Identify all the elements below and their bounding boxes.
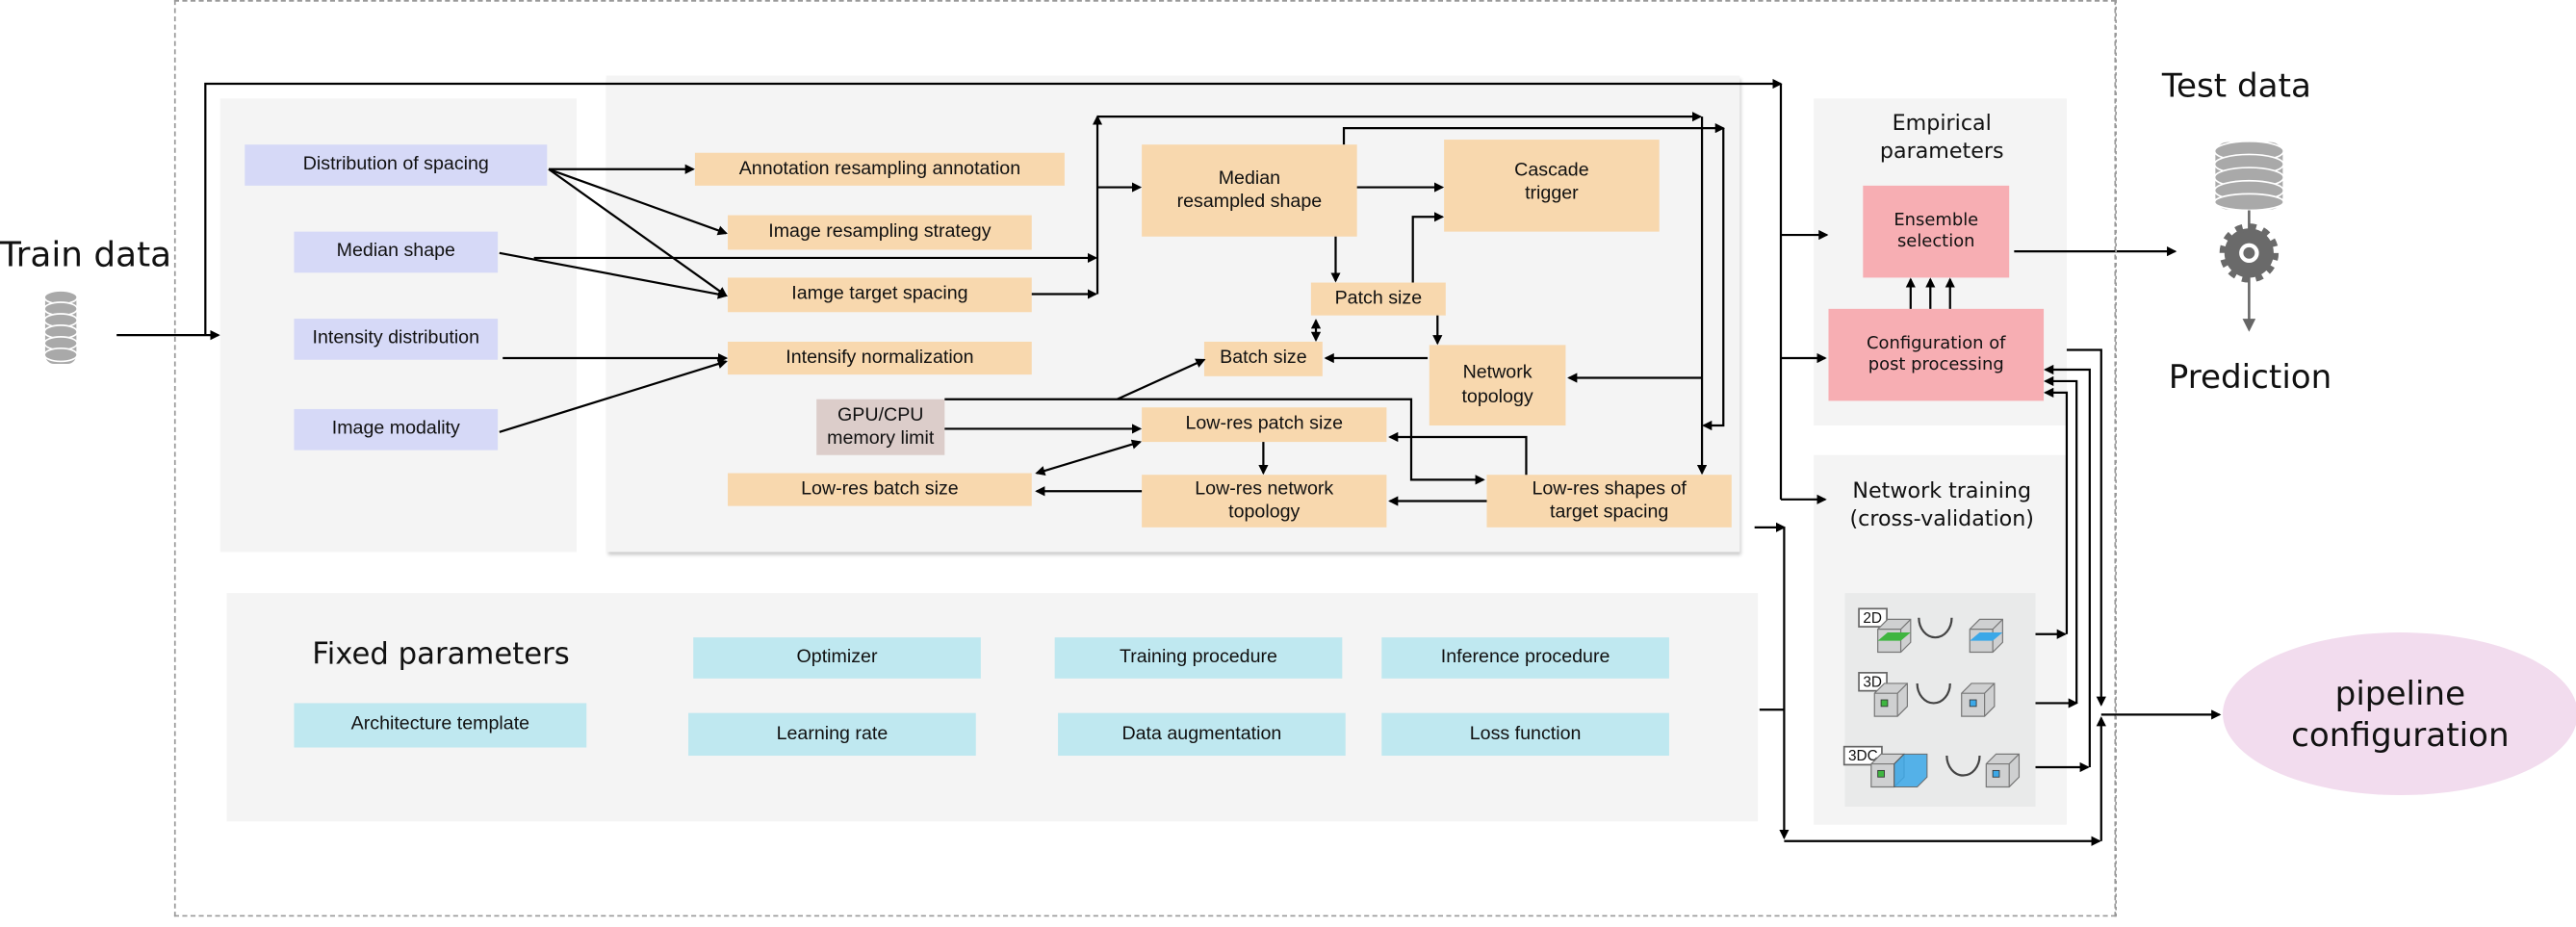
network-topology: Network topology (1429, 345, 1566, 426)
connector-arrows (116, 78, 2222, 846)
ensemble-selection: Ensemble selection (1863, 185, 2010, 278)
model-label-3d: 3D (1858, 672, 1888, 692)
optimizer: Optimizer (693, 637, 981, 679)
low-res-patch-size: Low-res patch size (1142, 407, 1387, 443)
outer-frame (173, 0, 2117, 917)
median-shape: Median shape (294, 231, 499, 273)
training-procedure: Training procedure (1054, 637, 1343, 679)
fixed-parameters-title: Fixed parameters (312, 637, 570, 673)
train-data-label: Train data (0, 235, 172, 275)
low-res-network-topology: Low-res network topology (1142, 475, 1387, 528)
data-augmentation: Data augmentation (1058, 712, 1346, 757)
postprocessing-configuration: Configuration of post processing (1828, 308, 2045, 401)
intensity-normalization: Intensify normalization (728, 341, 1032, 375)
image-target-spacing: Iamge target spacing (728, 277, 1032, 313)
test-data-label: Test data (2161, 65, 2311, 106)
test-database-icon (2213, 140, 2285, 212)
prediction-label: Prediction (2168, 356, 2332, 397)
median-resampled-shape: Median resampled shape (1142, 144, 1357, 237)
learning-rate: Learning rate (688, 712, 976, 757)
gear-icon (2219, 223, 2280, 283)
inference-procedure: Inference procedure (1381, 637, 1669, 679)
pipeline-configuration: pipeline configuration (2223, 632, 2576, 796)
model-label-3dc: 3DC (1842, 745, 1883, 766)
model-3dc-icon (1870, 753, 2021, 788)
intensity-distribution: Intensity distribution (294, 319, 499, 360)
image-modality: Image modality (294, 408, 499, 451)
cascade-trigger: Cascade trigger (1444, 140, 1660, 232)
batch-size: Batch size (1203, 341, 1323, 376)
architecture-template: Architecture template (294, 703, 587, 748)
train-database-icon (43, 290, 79, 366)
model-label-2d: 2D (1858, 607, 1888, 628)
network-training-title: Network training (cross-validation) (1849, 479, 2034, 532)
annotation-resampling: Annotation resampling annotation (694, 152, 1065, 186)
model-2d-icon (1877, 617, 2003, 654)
empirical-parameters-title: Empirical parameters (1879, 112, 2004, 165)
patch-size: Patch size (1310, 282, 1446, 316)
model-3d-icon (1873, 682, 1996, 717)
distribution-of-spacing: Distribution of spacing (245, 144, 548, 186)
low-res-shapes-of-target-spacing: Low-res shapes of target spacing (1486, 475, 1732, 528)
gpu-memory-limit: GPU/CPU memory limit (816, 399, 945, 455)
loss-function: Loss function (1381, 712, 1669, 757)
image-resampling-strategy: Image resampling strategy (728, 215, 1032, 250)
low-res-batch-size: Low-res batch size (728, 473, 1032, 506)
